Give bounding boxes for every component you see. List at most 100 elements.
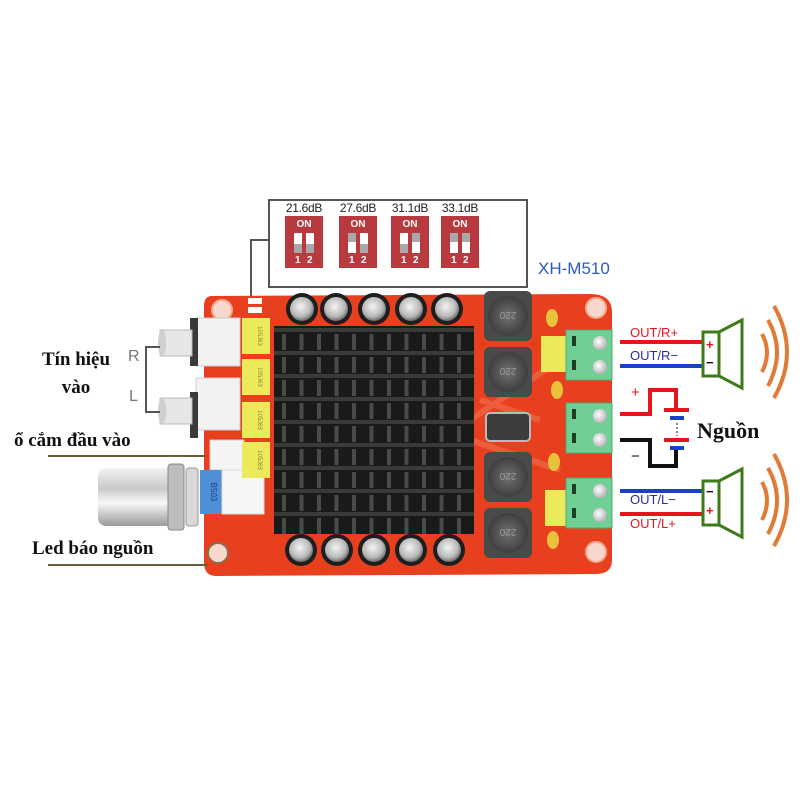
heatsink-fin xyxy=(404,472,409,488)
heatsink-fin xyxy=(317,334,321,350)
heatsink-fin xyxy=(299,403,304,419)
heatsink-fin xyxy=(457,380,461,396)
power-label: Nguồn xyxy=(697,418,760,443)
inductor: 220 xyxy=(484,291,532,341)
dip-pin-number: 2 xyxy=(463,255,469,266)
heatsink-rib xyxy=(274,374,474,378)
terminal-out-l xyxy=(565,477,613,529)
dip-gain-label: 21.6dB xyxy=(285,201,323,215)
heatsink-fin xyxy=(282,495,286,511)
heatsink-rib xyxy=(274,443,474,447)
heatsink-fin xyxy=(369,380,374,396)
terminal-screw xyxy=(593,508,607,522)
heatsink-fin xyxy=(439,472,444,488)
heatsink-rib xyxy=(274,351,474,355)
heatsink-fin xyxy=(404,334,409,350)
dip-gain-label: 27.6dB xyxy=(339,201,377,215)
heatsink-fin xyxy=(299,357,304,373)
heatsink-fin xyxy=(387,449,391,465)
heatsink-fin xyxy=(317,403,321,419)
heatsink-fin xyxy=(299,495,304,511)
electrolytic-capacitor xyxy=(395,293,427,325)
electrolytic-capacitor xyxy=(285,534,317,566)
dip-pin-number: 2 xyxy=(413,255,419,266)
out-l-minus-label: OUT/L− xyxy=(630,492,676,507)
heatsink-fin xyxy=(317,472,321,488)
dip-slot-1 xyxy=(400,233,408,253)
film-capacitor: 105J63 xyxy=(242,442,270,478)
film-capacitor: 105J63 xyxy=(242,402,270,438)
pot-marking: B503 xyxy=(209,483,218,502)
heatsink-fin xyxy=(352,334,356,350)
out-r-minus-label: OUT/R− xyxy=(630,348,679,363)
heatsink-fin xyxy=(334,472,339,488)
heatsink-fin xyxy=(439,426,444,442)
heatsink-fin xyxy=(387,403,391,419)
heatsink-fin xyxy=(439,449,444,465)
heatsink-fin xyxy=(352,357,356,373)
film-capacitor: 105J63 xyxy=(242,359,270,395)
electrolytic-capacitor xyxy=(358,534,390,566)
dip-knob xyxy=(462,233,470,242)
speaker-left-icon xyxy=(701,466,744,540)
dip-slot-2 xyxy=(462,233,470,253)
wire-power-plus xyxy=(620,388,678,416)
heatsink-fin xyxy=(282,426,286,442)
dip-knob xyxy=(306,244,314,253)
terminal-screw xyxy=(593,484,607,498)
heatsink-fin xyxy=(352,426,356,442)
model-name: XH-M510 xyxy=(538,259,610,278)
heatsink-fin xyxy=(352,472,356,488)
heatsink-fin xyxy=(299,380,304,396)
heatsink-fin xyxy=(282,334,286,350)
heatsink-fin xyxy=(387,380,391,396)
electrolytic-capacitors-bottom xyxy=(285,534,465,566)
terminal-power xyxy=(565,402,613,454)
power-supply-symbol xyxy=(620,388,689,468)
input-jack-label: ổ cắm đầu vào xyxy=(14,430,131,451)
heatsink-fin xyxy=(282,403,286,419)
dip-knob xyxy=(348,233,356,242)
heatsink-fin xyxy=(334,518,339,534)
heatsink-rib xyxy=(274,420,474,424)
dip-callout-line xyxy=(250,239,268,300)
heatsink-fin xyxy=(439,403,444,419)
dip-slot-1 xyxy=(294,233,302,253)
heatsink-fin xyxy=(282,518,286,534)
inductor-marking: 220 xyxy=(499,309,516,320)
inductor: 220 xyxy=(484,508,532,558)
electrolytic-capacitor xyxy=(431,293,463,325)
heatsink-rib xyxy=(274,489,474,493)
dip-on-text: ON xyxy=(350,219,366,230)
dip-slot-2 xyxy=(306,233,314,253)
heatsink-fin xyxy=(422,334,426,350)
heatsink-fin xyxy=(334,449,339,465)
heatsink-fin xyxy=(387,357,391,373)
heatsink-fin xyxy=(317,495,321,511)
heatsink-fin xyxy=(457,472,461,488)
terminal-screw xyxy=(593,336,607,350)
heatsink-fin xyxy=(299,518,304,534)
heatsink-fin xyxy=(457,334,461,350)
dip-on-text: ON xyxy=(452,219,468,230)
inductor-marking: 220 xyxy=(499,526,516,537)
heatsink-fin xyxy=(439,334,444,350)
dip-knob xyxy=(450,233,458,242)
heatsink-fin xyxy=(457,426,461,442)
heatsink-fin xyxy=(422,357,426,373)
channel-r-label: R xyxy=(128,348,140,365)
heatsink-fin xyxy=(334,495,339,511)
heatsink-fin xyxy=(422,380,426,396)
heatsink-fin xyxy=(352,403,356,419)
rl-bracket xyxy=(145,346,160,413)
terminal-out-r xyxy=(565,329,613,381)
heatsink-fin xyxy=(439,518,444,534)
heatsink-fin xyxy=(404,403,409,419)
heatsink-fin xyxy=(404,357,409,373)
heatsink-fin xyxy=(317,449,321,465)
out-l-plus-label: OUT/L+ xyxy=(630,516,676,531)
dip-slot-2 xyxy=(360,233,368,253)
